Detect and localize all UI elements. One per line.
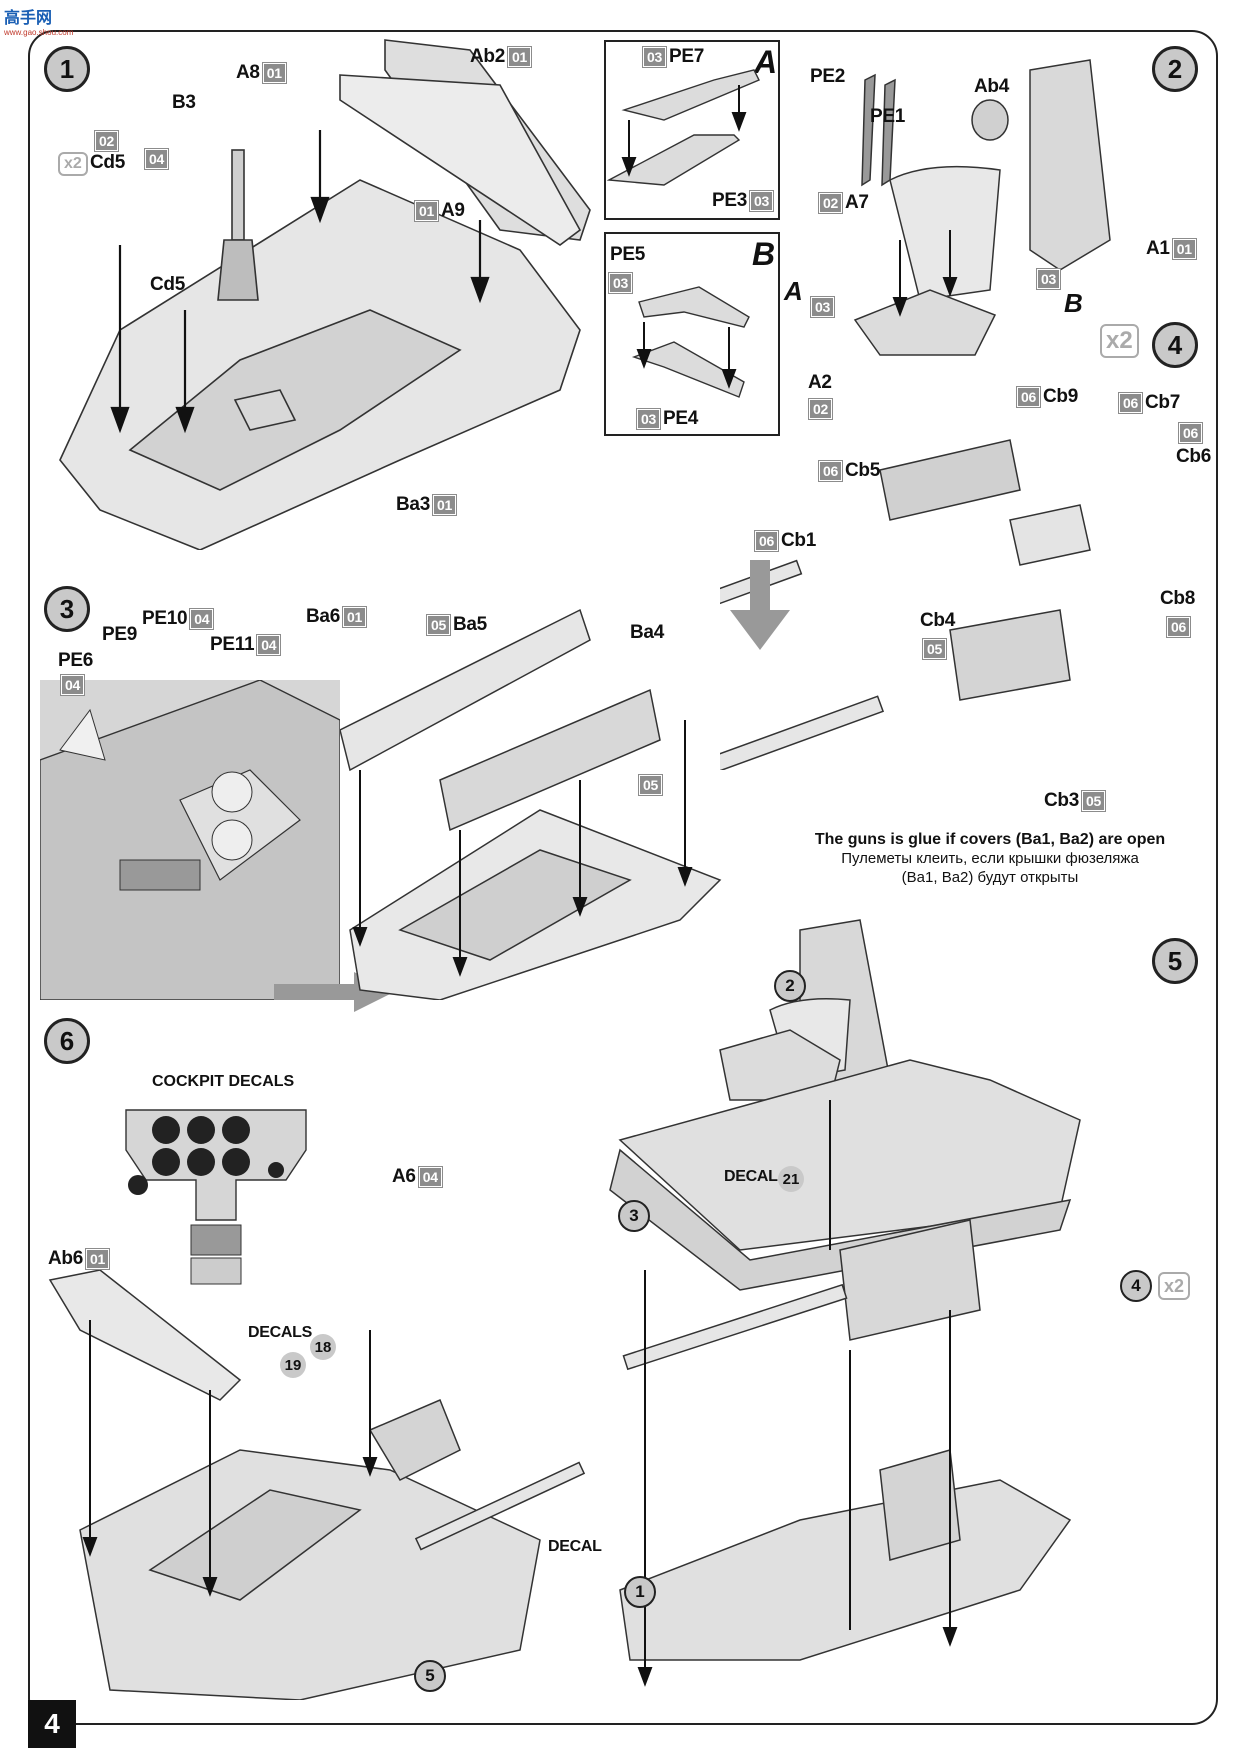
inset-a bbox=[604, 40, 780, 220]
inset-b-drawing bbox=[631, 286, 750, 398]
multiplier-x2-step4: x2 bbox=[1100, 324, 1139, 358]
part-a2-label: A2 bbox=[808, 372, 832, 393]
cockpit-decals-title: COCKPIT DECALS bbox=[152, 1073, 295, 1090]
page-number: 4 bbox=[28, 1700, 76, 1748]
step-5-drawing bbox=[609, 919, 1081, 1687]
part-ba4-label: Ba4 bbox=[630, 622, 664, 643]
seat-letter-b: B bbox=[1064, 288, 1083, 318]
seat-letter-a: A bbox=[784, 276, 803, 306]
part-cd5-label: Cd5 bbox=[90, 152, 125, 173]
inset-letter-b: B bbox=[752, 236, 776, 272]
sprue-03-pe5: 03 bbox=[606, 271, 635, 294]
part-pe2-label: PE2 bbox=[810, 66, 846, 87]
sprue-06-cb8: 06 bbox=[1164, 615, 1193, 638]
decal-18-badge: 18 bbox=[310, 1334, 336, 1360]
step-1-badge: 1 bbox=[44, 46, 90, 92]
sprue-05-ba4: 05 bbox=[636, 773, 665, 796]
sprue-05-cb4: 05 bbox=[920, 637, 949, 660]
step-3-assembly-drawing bbox=[340, 608, 722, 1000]
decal-19-badge: 19 bbox=[280, 1352, 306, 1378]
sprue-06-cb6: 06 bbox=[1176, 421, 1205, 444]
sub-assembly-1-badge: 1 bbox=[624, 1576, 656, 1608]
sub-assembly-4-badge: 4 bbox=[1120, 1270, 1152, 1302]
inset-b bbox=[604, 232, 780, 436]
sprue-04-label: 04 bbox=[142, 147, 171, 170]
cockpit-decals-panel bbox=[125, 1109, 307, 1285]
decal-21-badge: 21 bbox=[778, 1166, 804, 1192]
inset-letter-a: A bbox=[754, 44, 778, 80]
step-2-badge: 2 bbox=[1152, 46, 1198, 92]
sprue-03-seat-b: 03 bbox=[1034, 267, 1063, 290]
part-pe5-label: PE5 bbox=[610, 244, 646, 265]
sub-assembly-3-badge: 3 bbox=[618, 1200, 650, 1232]
sub-assembly-2-badge: 2 bbox=[774, 970, 806, 1002]
step-3-badge: 3 bbox=[44, 586, 90, 632]
multiplier-x2-step5: x2 bbox=[1158, 1272, 1191, 1300]
part-b3-label: B3 bbox=[172, 92, 196, 113]
step-6-badge: 6 bbox=[44, 1018, 90, 1064]
decal-21-label: DECAL bbox=[724, 1168, 778, 1185]
page-frame bbox=[28, 30, 1218, 1725]
step-5-badge: 5 bbox=[1152, 938, 1198, 984]
decal-20-label: DECAL bbox=[548, 1538, 602, 1555]
part-cd5-label-2: Cd5 bbox=[150, 274, 185, 295]
part-pe9-label: PE9 bbox=[102, 624, 138, 645]
part-ab4-label: Ab4 bbox=[974, 76, 1009, 97]
sprue-03-seat-a: 03 bbox=[808, 295, 837, 318]
step-4-badge: 4 bbox=[1152, 322, 1198, 368]
sprue-04-pe6: 04 bbox=[58, 673, 87, 696]
step-4-drawing bbox=[720, 439, 1091, 770]
sprue-02-label: 02 bbox=[92, 129, 121, 152]
part-pe6-label: PE6 bbox=[58, 650, 94, 671]
part-cb4-label: Cb4 bbox=[920, 610, 955, 631]
site-logo: 高手网 www.gao.shou.com bbox=[4, 10, 74, 37]
step-3-detail-drawing bbox=[40, 680, 340, 1000]
gun-assembly-note: The guns is glue if covers (Ba1, Ba2) ar… bbox=[814, 831, 1166, 886]
part-pe1-label: PE1 bbox=[870, 106, 906, 127]
step-1-drawing bbox=[59, 39, 591, 550]
multiplier-x2: x2 bbox=[58, 152, 88, 176]
sub-assembly-5-badge: 5 bbox=[414, 1660, 446, 1692]
inset-a-drawing bbox=[606, 69, 760, 186]
step-6-drawing bbox=[48, 1270, 586, 1700]
sprue-02-a2: 02 bbox=[806, 397, 835, 420]
part-cb8-label: Cb8 bbox=[1160, 588, 1195, 609]
part-cb6-label: Cb6 bbox=[1176, 446, 1211, 467]
decals-label: DECALS bbox=[248, 1324, 312, 1341]
step-2-drawing bbox=[853, 59, 1111, 356]
